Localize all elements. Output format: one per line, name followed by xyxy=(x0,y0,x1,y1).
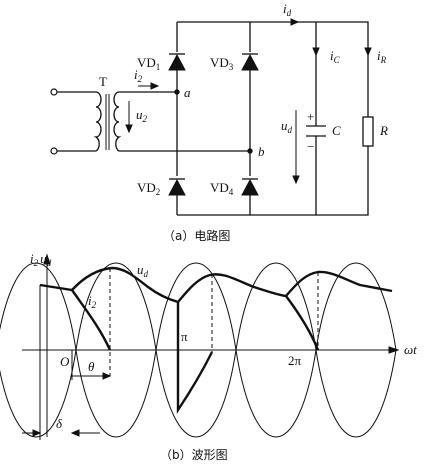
i2-pulse-1 xyxy=(71,289,112,351)
i2-pulse-2 xyxy=(176,302,214,414)
input-terminal-top xyxy=(50,88,58,96)
transformer-primary-coil xyxy=(93,91,102,152)
theta-label: θ xyxy=(88,359,95,374)
vd4-label: VD4 xyxy=(210,180,234,197)
two-pi-tick-label: 2π xyxy=(288,353,302,368)
origin-label: O xyxy=(60,354,70,369)
node-b-label: b xyxy=(258,144,265,159)
i2-label: i2 xyxy=(134,67,143,84)
resistor xyxy=(362,116,374,147)
ic-label: iC xyxy=(330,48,341,65)
id-label: id xyxy=(283,1,292,18)
ud-circuit-label: ud xyxy=(281,118,293,135)
caption-a: （a）电路图 xyxy=(163,228,230,243)
delta-label: δ xyxy=(56,416,63,431)
x-axis-label: ωt xyxy=(404,342,417,357)
i2-pulse-3 xyxy=(285,295,320,351)
circuit-diagram: T i2 u2 a b xyxy=(50,1,388,243)
transformer-label: T xyxy=(99,74,107,89)
pi-tick-label: π xyxy=(181,329,188,344)
ud-waveform xyxy=(39,266,393,304)
i2-wave-label: i2 xyxy=(88,293,97,310)
caption-b: （b）波形图 xyxy=(160,448,228,462)
vd2-label: VD2 xyxy=(137,180,160,197)
u2-label: u2 xyxy=(136,107,148,124)
diode-vd1 xyxy=(168,53,186,71)
ir-label: iR xyxy=(377,48,387,65)
transformer-core xyxy=(105,94,110,150)
capacitor xyxy=(306,125,326,137)
input-terminal-bottom xyxy=(50,147,58,155)
transformer-secondary-coil xyxy=(113,91,122,152)
cap-plus: + xyxy=(307,109,314,124)
resistor-label: R xyxy=(379,123,388,138)
ud-wave-label: ud xyxy=(137,262,149,279)
diode-vd3 xyxy=(241,53,259,71)
diode-vd4 xyxy=(241,178,259,196)
u2-negative-wave xyxy=(0,262,397,438)
diode-vd2 xyxy=(168,178,186,196)
cap-minus: − xyxy=(307,139,314,154)
node-a-label: a xyxy=(184,85,191,100)
u2-positive-wave xyxy=(0,262,397,438)
vd3-label: VD3 xyxy=(210,55,234,72)
capacitor-label: C xyxy=(332,123,341,138)
vd1-label: VD1 xyxy=(137,55,160,72)
